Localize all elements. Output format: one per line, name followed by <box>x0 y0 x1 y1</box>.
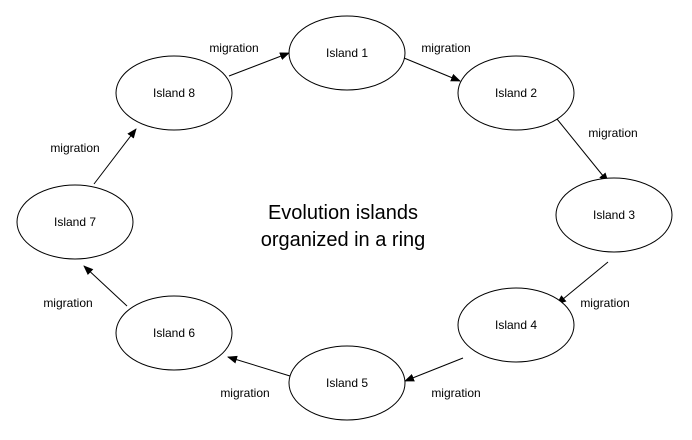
edge-arrow <box>228 52 290 77</box>
node-ellipse <box>555 177 673 253</box>
node-island-5: Island 5 <box>288 345 406 421</box>
node-label: Island 6 <box>153 326 195 340</box>
edge-label: migration <box>588 126 637 140</box>
edge-arrow <box>404 357 464 382</box>
node-label: Island 5 <box>326 376 368 390</box>
diagram-title: Evolution islands organized in a ring <box>261 202 426 251</box>
edge-arrow <box>403 57 461 82</box>
node-label: Island 1 <box>326 46 368 60</box>
title-line-2: organized in a ring <box>261 229 426 251</box>
node-island-3: Island 3 <box>555 177 673 253</box>
edge-island-3-to-island-4: migration <box>556 261 630 310</box>
node-label: Island 3 <box>593 208 635 222</box>
node-island-2: Island 2 <box>457 55 575 131</box>
node-ellipse <box>288 345 406 421</box>
edge-label: migration <box>50 141 99 155</box>
edge-arrow <box>93 128 137 185</box>
edge-label: migration <box>43 296 92 310</box>
edges-layer: migration migration migration migration migr… <box>43 41 637 400</box>
node-label: Island 2 <box>495 86 537 100</box>
edge-label: migration <box>209 41 258 55</box>
edge-label: migration <box>220 386 269 400</box>
edge-island-5-to-island-6: migration <box>220 355 291 400</box>
node-label: Island 4 <box>495 318 537 332</box>
edge-island-2-to-island-3: migration <box>556 118 638 183</box>
node-ellipse <box>16 184 134 260</box>
node-island-4: Island 4 <box>457 287 575 363</box>
node-label: Island 7 <box>54 215 96 229</box>
edge-label: migration <box>431 386 480 400</box>
edge-arrow <box>227 355 291 377</box>
node-island-6: Island 6 <box>115 295 233 371</box>
node-island-8: Island 8 <box>115 55 233 131</box>
node-ellipse <box>457 55 575 131</box>
node-island-1: Island 1 <box>288 15 406 91</box>
nodes-layer: Island 1 Island 2 Island 3 Island 4 Island 5… <box>16 15 673 421</box>
edge-island-1-to-island-2: migration <box>403 41 471 82</box>
edge-arrow <box>556 118 609 183</box>
edge-arrow <box>83 265 128 307</box>
node-ellipse <box>288 15 406 91</box>
edge-island-8-to-island-1: migration <box>209 41 290 77</box>
edge-arrow <box>556 261 609 305</box>
edge-island-4-to-island-5: migration <box>404 357 481 400</box>
node-island-7: Island 7 <box>16 184 134 260</box>
edge-island-6-to-island-7: migration <box>43 265 128 310</box>
edge-label: migration <box>421 41 470 55</box>
edge-island-7-to-island-8: migration <box>50 128 137 185</box>
node-ellipse <box>115 55 233 131</box>
title-line-1: Evolution islands <box>268 202 418 224</box>
node-ellipse <box>457 287 575 363</box>
edge-label: migration <box>580 296 629 310</box>
node-ellipse <box>115 295 233 371</box>
node-label: Island 8 <box>153 86 195 100</box>
